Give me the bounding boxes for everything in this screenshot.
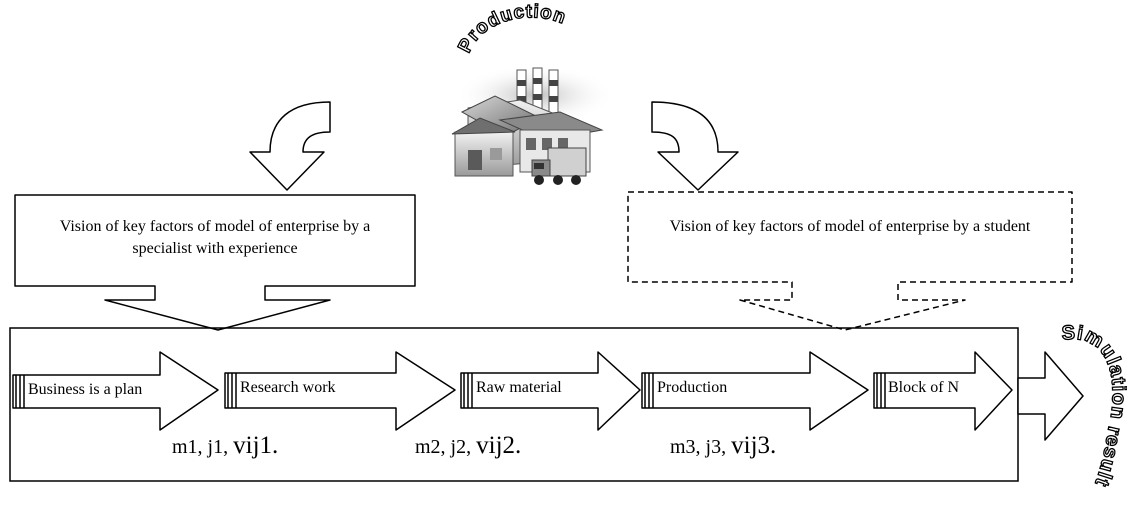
- param-label-1: m1, j1, vij1.: [172, 432, 278, 460]
- param-label-1-prefix: m1, j1,: [172, 436, 234, 458]
- param-label-3: m3, j3, vij3.: [670, 432, 776, 460]
- step-label-research-work: Research work: [240, 379, 336, 396]
- process-arrow-4: [641, 351, 869, 431]
- param-label-3-prefix: m3, j3,: [670, 436, 732, 458]
- factory-icon: [451, 65, 615, 185]
- specialist-callout-text: Vision of key factors of model of enterp…: [59, 218, 371, 257]
- process-arrow-3: [460, 351, 641, 431]
- param-label-3-value: vij3.: [731, 432, 777, 459]
- student-callout-box: [627, 191, 1073, 331]
- step-label-production: Production: [657, 379, 728, 396]
- process-arrow-2: [224, 351, 456, 431]
- student-callout-text: Vision of key factors of model of enterp…: [669, 218, 1031, 235]
- output-arrow-icon: [1017, 351, 1084, 441]
- step-label-business-plan: Business is a plan: [28, 381, 143, 398]
- process-arrow-1: [12, 351, 219, 431]
- process-arrow-5: [873, 351, 1013, 431]
- param-label-1-value: vij1.: [233, 432, 279, 459]
- param-label-2-value: vij2.: [476, 432, 522, 459]
- param-label-2-prefix: m2, j2,: [415, 436, 477, 458]
- specialist-callout-box: [14, 194, 416, 331]
- curved-arrow-left-icon: [249, 101, 331, 191]
- param-label-2: m2, j2, vij2.: [415, 432, 521, 460]
- production-title: Production: [454, 1, 569, 56]
- step-label-block-of-n: Block of N: [888, 379, 960, 396]
- step-label-raw-material: Raw material: [476, 379, 562, 396]
- curved-arrow-right-icon: [651, 101, 739, 191]
